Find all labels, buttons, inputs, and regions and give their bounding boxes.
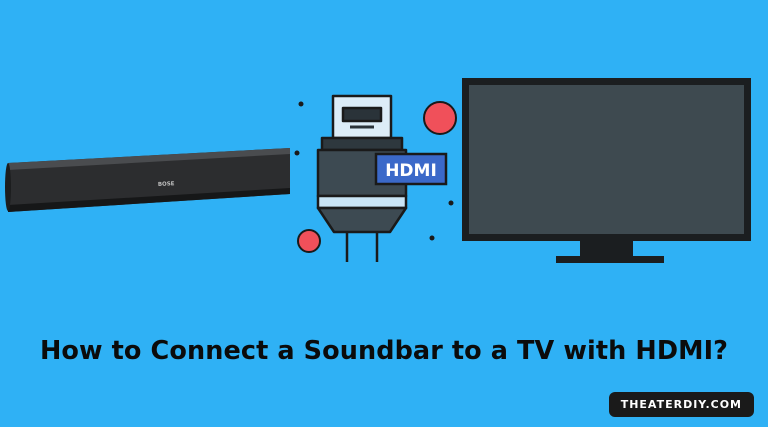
page-title: How to Connect a Soundbar to a TV with H… [39,336,729,366]
hdmi-label: HDMI [385,161,437,181]
site-watermark: THEATERDIY.COM [608,392,754,417]
accent-dot [423,101,457,135]
hdmi-label-badge: HDMI [374,152,448,186]
accent-dot [297,229,321,253]
soundbar: BOSE [5,148,290,212]
soundbar-brand-logo: BOSE [158,181,175,188]
tv [462,78,751,263]
